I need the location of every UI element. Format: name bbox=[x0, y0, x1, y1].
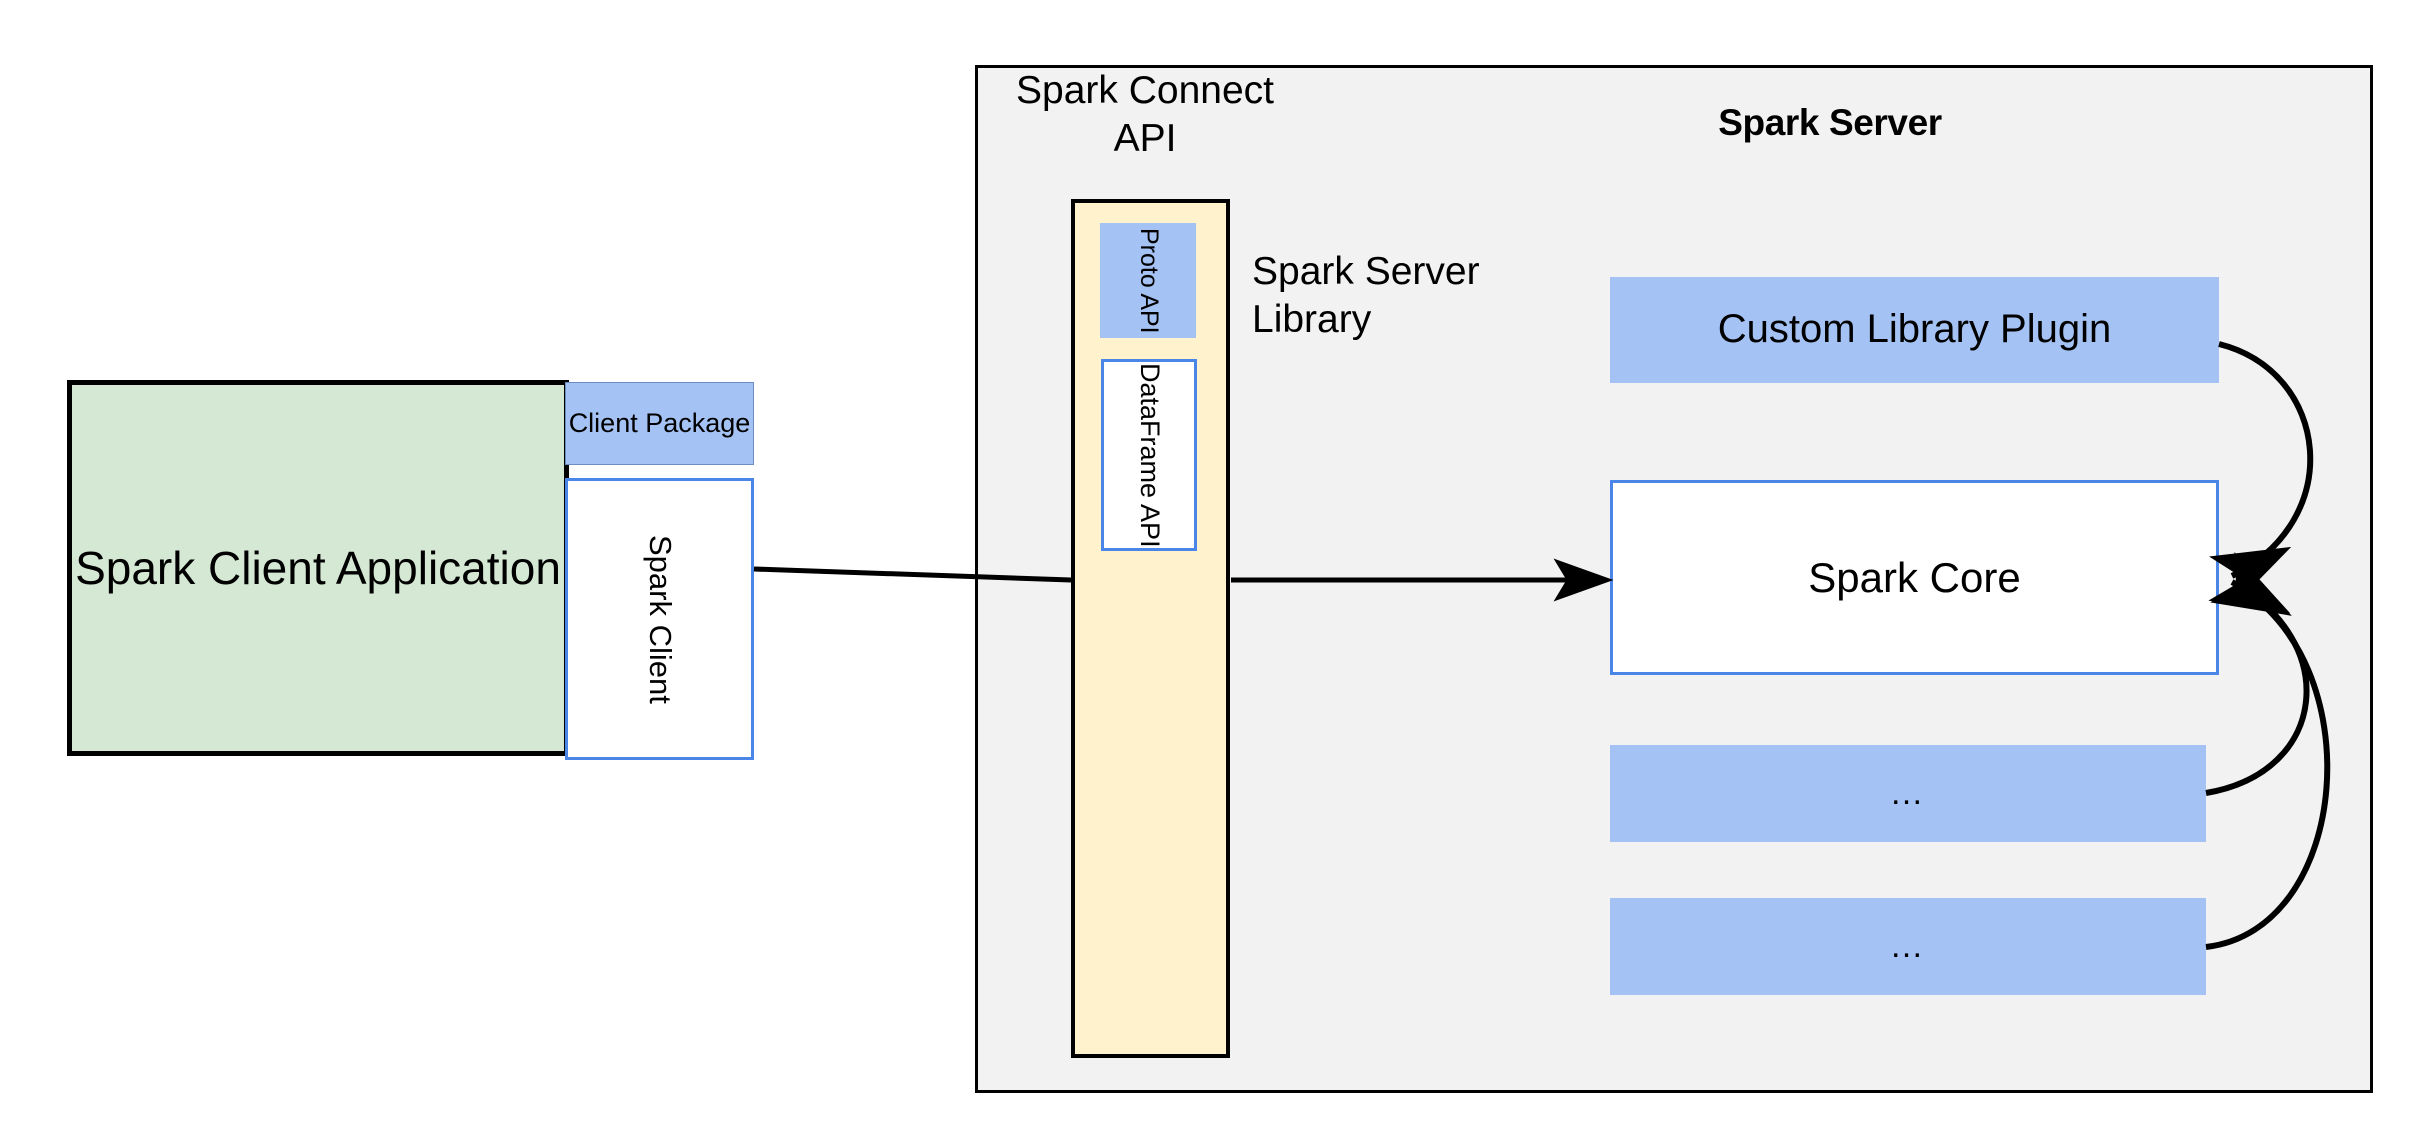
proto-api-label: Proto API bbox=[1134, 227, 1163, 334]
spark-connect-api-label: Spark Connect API bbox=[1016, 69, 1274, 160]
spark-client-box: Spark Client bbox=[565, 478, 754, 760]
custom-library-plugin-box: Custom Library Plugin bbox=[1610, 277, 2219, 383]
client-package-box: Client Package bbox=[565, 382, 754, 465]
spark-server-title: Spark Server bbox=[1718, 102, 1942, 143]
spark-core-box: Spark Core bbox=[1610, 480, 2219, 675]
spark-client-label: Spark Client bbox=[642, 534, 678, 704]
ellipsis-box-2: … bbox=[1610, 898, 2206, 995]
proto-api-box: Proto API bbox=[1100, 223, 1196, 338]
spark-client-application-box: Spark Client Application bbox=[67, 380, 569, 756]
spark-server-library-label: Spark Server Library bbox=[1252, 250, 1480, 341]
dataframe-api-label: DataFrame API bbox=[1134, 362, 1165, 548]
ellipsis-box-1: … bbox=[1610, 745, 2206, 842]
spark-connect-api-column bbox=[1071, 199, 1230, 1058]
dataframe-api-box: DataFrame API bbox=[1101, 359, 1197, 551]
